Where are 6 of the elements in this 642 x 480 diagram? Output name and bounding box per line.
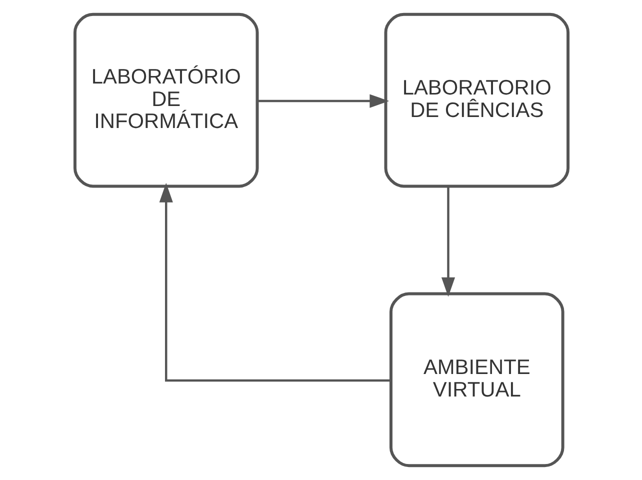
node-box: LABORATORIO DE CIÊNCIAS bbox=[384, 12, 570, 188]
arrow bbox=[158, 182, 390, 382]
node-box: LABORATÓRIO DE INFORMÁTICA bbox=[72, 12, 258, 188]
arrow bbox=[256, 94, 389, 108]
arrow bbox=[440, 186, 455, 297]
node-box: AMBIENTE VIRTUAL bbox=[388, 292, 564, 468]
